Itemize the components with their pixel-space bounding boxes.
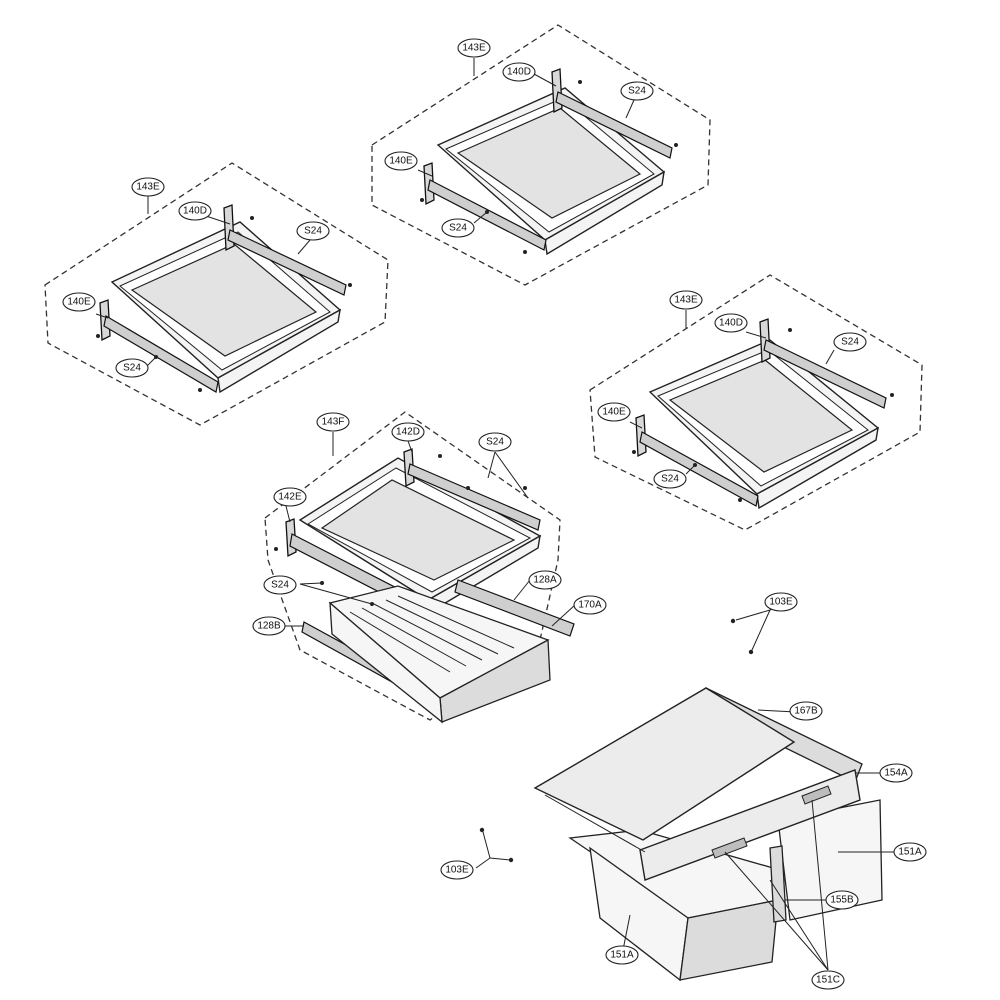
svg-text:155B: 155B — [830, 895, 854, 906]
svg-text:140D: 140D — [719, 318, 743, 329]
drawer-ribs — [349, 595, 515, 673]
callout-S24-shelf-left-bottom: S24 — [115, 358, 149, 378]
svg-text:128B: 128B — [257, 621, 281, 632]
callout-140E-shelf-left: 140E — [62, 292, 96, 312]
svg-text:140D: 140D — [507, 67, 531, 78]
svg-text:S24: S24 — [628, 86, 646, 97]
callout-S24-shelf-right-top: S24 — [833, 332, 867, 352]
svg-text:140E: 140E — [602, 407, 626, 418]
svg-text:154A: 154A — [884, 768, 908, 779]
callout-140E-shelf-top: 140E — [384, 151, 418, 171]
shelf-assembly-left — [44, 162, 389, 426]
svg-text:128A: 128A — [533, 575, 557, 586]
svg-text:170A: 170A — [578, 600, 602, 611]
svg-text:151C: 151C — [816, 975, 840, 986]
callout-140D-shelf-top: 140D — [502, 62, 536, 82]
svg-text:142D: 142D — [396, 427, 420, 438]
svg-text:143F: 143F — [322, 417, 345, 428]
callout-151A-right: 151A — [893, 842, 927, 862]
svg-text:S24: S24 — [449, 223, 467, 234]
svg-text:103E: 103E — [769, 597, 793, 608]
shelf-assembly-right — [589, 274, 923, 531]
crisper-assembly — [533, 687, 895, 982]
callout-151C: 151C — [811, 970, 845, 990]
svg-text:140E: 140E — [67, 297, 91, 308]
shelf-assembly-top — [371, 24, 711, 286]
svg-text:142E: 142E — [278, 492, 302, 503]
callout-154A: 154A — [879, 763, 913, 783]
callout-S24-drawer-top: S24 — [478, 432, 512, 452]
svg-text:S24: S24 — [841, 337, 859, 348]
callout-143F: 143F — [316, 412, 350, 432]
svg-text:140E: 140E — [389, 156, 413, 167]
svg-text:140D: 140D — [183, 206, 207, 217]
callout-S24-shelf-right-bottom: S24 — [653, 469, 687, 489]
screw-set-right — [730, 603, 782, 655]
callout-S24-drawer-bottom: S24 — [263, 575, 297, 595]
callout-167B: 167B — [789, 701, 823, 721]
callout-S24-shelf-top-bottom: S24 — [441, 218, 475, 238]
callout-143E-shelf-left: 143E — [131, 177, 165, 197]
callout-170A: 170A — [573, 595, 607, 615]
svg-text:143E: 143E — [136, 182, 160, 193]
svg-text:103E: 103E — [445, 865, 469, 876]
callout-140E-shelf-right: 140E — [597, 402, 631, 422]
callout-128A: 128A — [528, 570, 562, 590]
svg-text:S24: S24 — [123, 363, 141, 374]
callout-140D-shelf-right: 140D — [714, 313, 748, 333]
callout-142E: 142E — [273, 487, 307, 507]
callout-128B: 128B — [252, 616, 286, 636]
callout-155B: 155B — [825, 890, 859, 910]
svg-text:167B: 167B — [794, 706, 818, 717]
svg-text:S24: S24 — [486, 437, 504, 448]
callout-151A-left: 151A — [605, 945, 639, 965]
callout-140D-shelf-left: 140D — [178, 201, 212, 221]
callout-S24-shelf-top-top: S24 — [620, 81, 654, 101]
svg-text:S24: S24 — [661, 474, 679, 485]
svg-text:S24: S24 — [271, 580, 289, 591]
callout-S24-shelf-left-top: S24 — [296, 221, 330, 241]
svg-text:S24: S24 — [304, 226, 322, 237]
screw-set-left — [475, 827, 514, 869]
svg-text:143E: 143E — [462, 43, 486, 54]
callout-142D: 142D — [391, 422, 425, 442]
svg-text:151A: 151A — [610, 950, 634, 961]
drawer-assembly — [264, 411, 576, 724]
svg-text:151A: 151A — [898, 847, 922, 858]
callout-143E-shelf-top: 143E — [457, 38, 491, 58]
callout-103E-left: 103E — [440, 860, 474, 880]
callout-103E-right: 103E — [764, 592, 798, 612]
svg-text:143E: 143E — [674, 295, 698, 306]
callout-143E-shelf-right: 143E — [669, 290, 703, 310]
